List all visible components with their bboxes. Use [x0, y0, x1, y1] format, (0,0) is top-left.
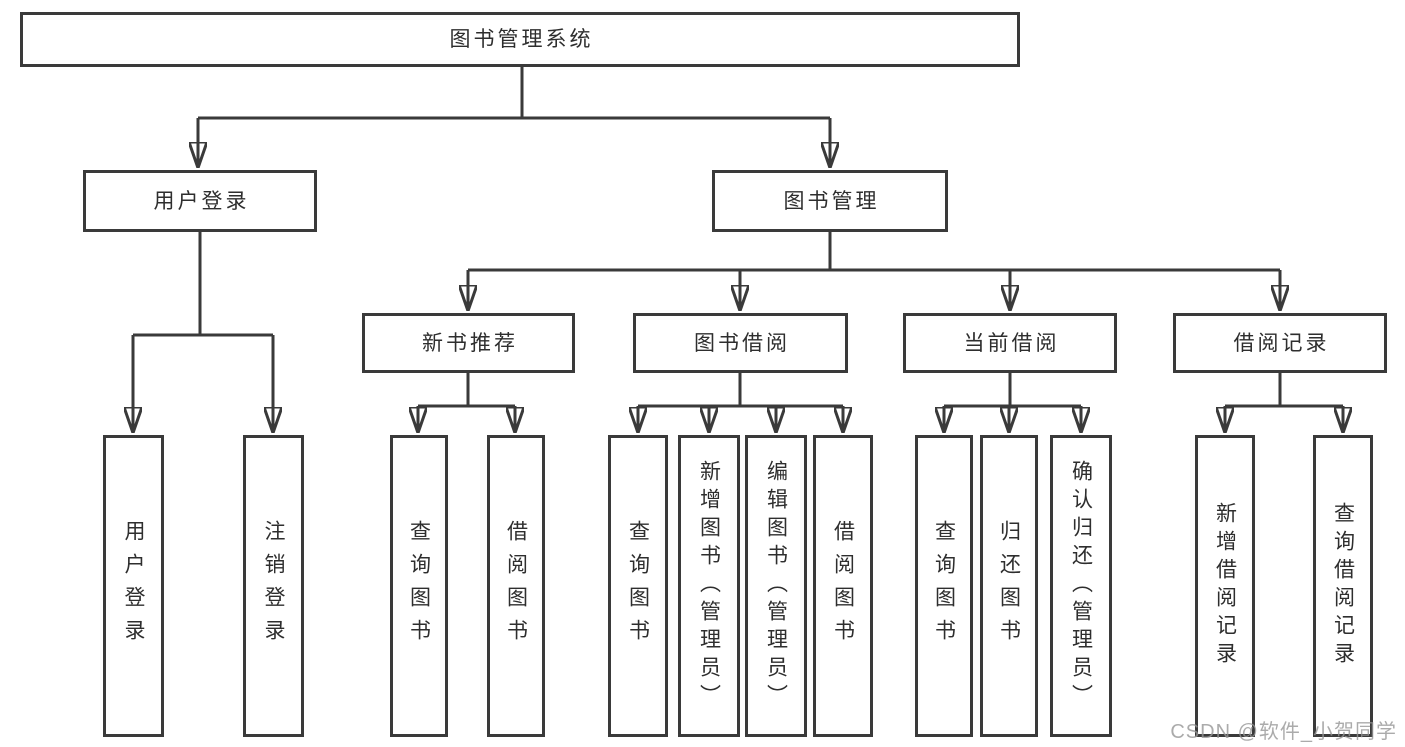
node-label: 用户登录	[122, 520, 145, 652]
node-leaf-confirm-return-admin: 确认归还（管理员）	[1050, 435, 1112, 737]
node-label: 确认归还（管理员）	[1069, 460, 1093, 712]
node-label: 编辑图书（管理员）	[764, 460, 788, 712]
node-leaf-query-books-current: 查询图书	[915, 435, 973, 737]
connector-rails	[133, 67, 1343, 408]
node-label: 新增图书（管理员）	[697, 460, 721, 712]
node-label: 新书推荐	[422, 331, 518, 355]
node-label: 图书管理	[783, 189, 880, 213]
node-label: 借阅图书	[504, 520, 528, 652]
node-leaf-borrow-books-recommend: 借阅图书	[487, 435, 545, 737]
node-leaf-borrow-books: 借阅图书	[813, 435, 873, 737]
node-new-book-recommendation: 新书推荐	[362, 313, 575, 373]
node-label: 当前借阅	[963, 331, 1060, 355]
node-leaf-query-books-borrowing: 查询图书	[608, 435, 668, 737]
node-label: 查询图书	[932, 520, 956, 652]
node-label: 查询图书	[626, 520, 650, 652]
node-book-borrowing: 图书借阅	[633, 313, 848, 373]
node-leaf-edit-books-admin: 编辑图书（管理员）	[745, 435, 807, 737]
node-current-borrowing: 当前借阅	[903, 313, 1117, 373]
node-label: 查询图书	[407, 520, 431, 652]
csdn-watermark: CSDN @软件_小贺同学	[1170, 721, 1397, 743]
node-leaf-add-borrow-record: 新增借阅记录	[1195, 435, 1255, 737]
node-label: 图书借阅	[694, 331, 790, 355]
node-label: 借阅图书	[831, 520, 855, 652]
node-label: 注销登录	[262, 520, 285, 652]
node-leaf-query-books-recommend: 查询图书	[390, 435, 448, 737]
node-leaf-add-books-admin: 新增图书（管理员）	[678, 435, 740, 737]
node-library-management-system: 图书管理系统	[20, 12, 1020, 67]
node-leaf-return-books: 归还图书	[980, 435, 1038, 737]
node-label: 归还图书	[997, 520, 1021, 652]
node-leaf-query-borrow-record: 查询借阅记录	[1313, 435, 1373, 737]
node-user-login-branch: 用户登录	[83, 170, 317, 232]
node-label: 借阅记录	[1233, 331, 1330, 355]
node-label: 新增借阅记录	[1213, 502, 1237, 670]
node-book-management-branch: 图书管理	[712, 170, 948, 232]
node-borrowing-records: 借阅记录	[1173, 313, 1387, 373]
node-leaf-user-login: 用户登录	[103, 435, 164, 737]
node-label: 用户登录	[153, 189, 250, 213]
node-label: 查询借阅记录	[1331, 502, 1355, 670]
node-leaf-logout: 注销登录	[243, 435, 304, 737]
node-label: 图书管理系统	[449, 28, 594, 51]
